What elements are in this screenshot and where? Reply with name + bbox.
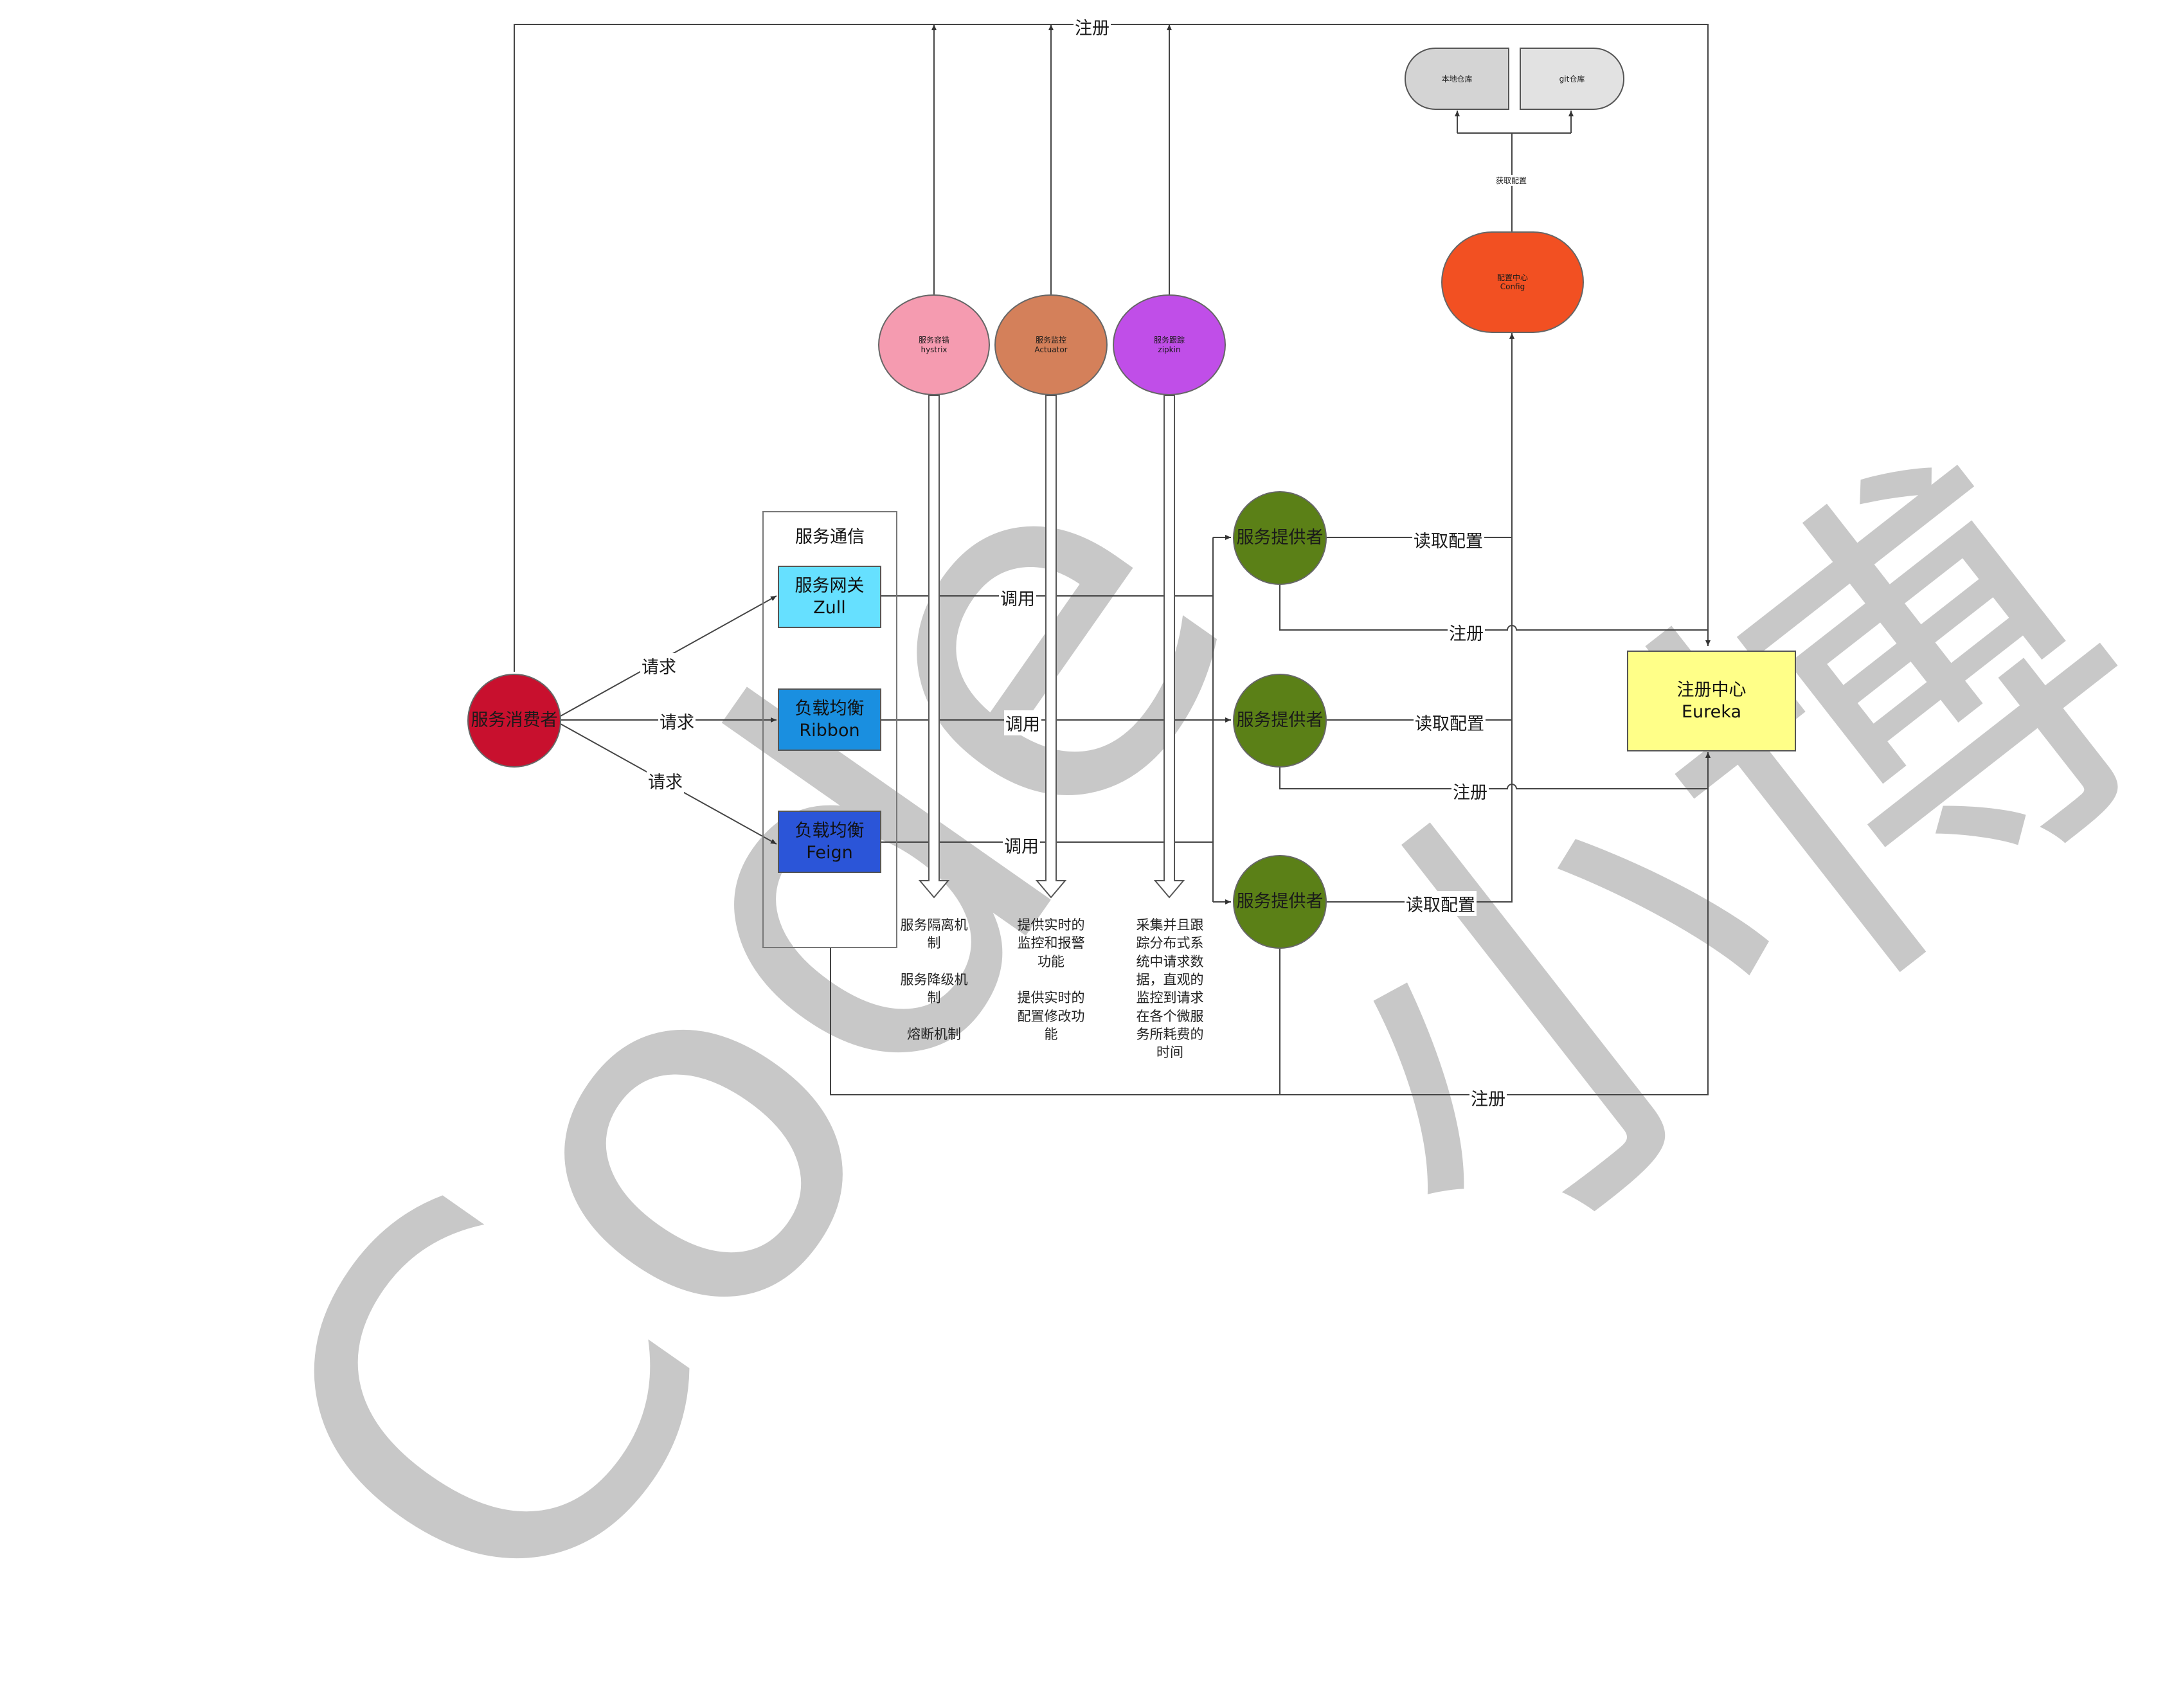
request-label-ribbon: 请求 (658, 708, 696, 733)
connector-lines (514, 24, 1711, 1095)
provider-3-label: 服务提供者 (1236, 891, 1324, 912)
hystrix-line2: hystrix (921, 345, 948, 354)
register-label-3: 注册 (1469, 1085, 1507, 1110)
provider-2-label: 服务提供者 (1236, 710, 1324, 730)
hystrix-node[interactable]: 服务容错 hystrix (878, 294, 990, 395)
service-provider-2[interactable]: 服务提供者 (1233, 674, 1327, 768)
consumer-label: 服务消费者 (471, 710, 558, 730)
eureka-registry[interactable]: 注册中心 Eureka (1627, 651, 1796, 751)
actuator-line1: 服务监控 (1035, 336, 1066, 345)
zuul-line1: 服务网关 (795, 575, 865, 596)
register-label-1: 注册 (1448, 620, 1485, 645)
ribbon-line2: Ribbon (799, 720, 860, 741)
read-config-line-3 (1326, 333, 1514, 903)
feign-line2: Feign (806, 842, 853, 863)
zipkin-down-arrow (1153, 395, 1185, 899)
eureka-line1: 注册中心 (1676, 679, 1747, 700)
zuul-box[interactable]: 服务网关 Zull (778, 566, 881, 628)
actuator-description: 提供实时的 监控和报警 功能 提供实时的 配置修改功 能 (1017, 917, 1085, 1043)
git-repo-label: git仓库 (1559, 75, 1585, 84)
register-line-2 (1279, 752, 1711, 789)
hystrix-down-arrow (918, 395, 950, 899)
hystrix-description: 服务隔离机 制 服务降级机 制 熔断机制 (900, 917, 968, 1043)
request-label-zuul: 请求 (640, 653, 678, 678)
zipkin-description: 采集并且跟 踪分布式系 统中请求数 据，直观的 监控到请求 在各个微服 务所耗费… (1136, 917, 1204, 1061)
config-line1: 配置中心 (1496, 273, 1528, 282)
architecture-diagram: Code 小博 (161, 14, 2165, 1708)
actuator-down-arrow (1035, 395, 1067, 899)
git-repo[interactable]: git仓库 (1520, 48, 1624, 110)
read-config-label-1: 读取配置 (1412, 527, 1484, 552)
register-line-3 (830, 752, 1711, 1095)
feign-line1: 负载均衡 (795, 820, 865, 841)
fetch-config-label: 获取配置 (1496, 175, 1527, 186)
feign-box[interactable]: 负载均衡 Feign (778, 811, 881, 873)
service-provider-3[interactable]: 服务提供者 (1233, 855, 1327, 949)
call-label-zuul: 调用 (999, 585, 1036, 610)
zipkin-line1: 服务跟踪 (1153, 336, 1185, 345)
actuator-line2: Actuator (1034, 345, 1068, 354)
hystrix-line1: 服务容错 (918, 336, 949, 345)
ribbon-line1: 负载均衡 (795, 698, 865, 719)
eureka-line2: Eureka (1682, 701, 1741, 722)
service-provider-1[interactable]: 服务提供者 (1233, 491, 1327, 585)
zipkin-line2: zipkin (1158, 345, 1181, 354)
read-config-label-3: 读取配置 (1405, 891, 1477, 916)
read-config-label-2: 读取配置 (1414, 710, 1486, 735)
zipkin-node[interactable]: 服务跟踪 zipkin (1113, 294, 1226, 395)
ribbon-box[interactable]: 负载均衡 Ribbon (778, 688, 881, 751)
provider-1-label: 服务提供者 (1236, 527, 1324, 548)
call-label-ribbon: 调用 (1004, 710, 1041, 735)
comm-container: 服务通信 (762, 511, 897, 948)
config-center[interactable]: 配置中心 Config (1441, 231, 1584, 333)
local-repo-label: 本地仓库 (1441, 75, 1473, 84)
register-line-1 (1279, 584, 1708, 631)
register-label-top: 注册 (1074, 14, 1111, 39)
consumer-register-line (514, 24, 1711, 672)
comm-title: 服务通信 (795, 527, 865, 547)
local-repo[interactable]: 本地仓库 (1405, 48, 1509, 110)
register-label-2: 注册 (1451, 778, 1489, 804)
service-consumer[interactable]: 服务消费者 (467, 674, 561, 768)
call-label-feign: 调用 (1003, 832, 1040, 858)
config-line2: Config (1500, 282, 1525, 291)
request-label-feign: 请求 (647, 768, 684, 793)
actuator-node[interactable]: 服务监控 Actuator (994, 294, 1108, 395)
zuul-line2: Zull (813, 597, 846, 618)
